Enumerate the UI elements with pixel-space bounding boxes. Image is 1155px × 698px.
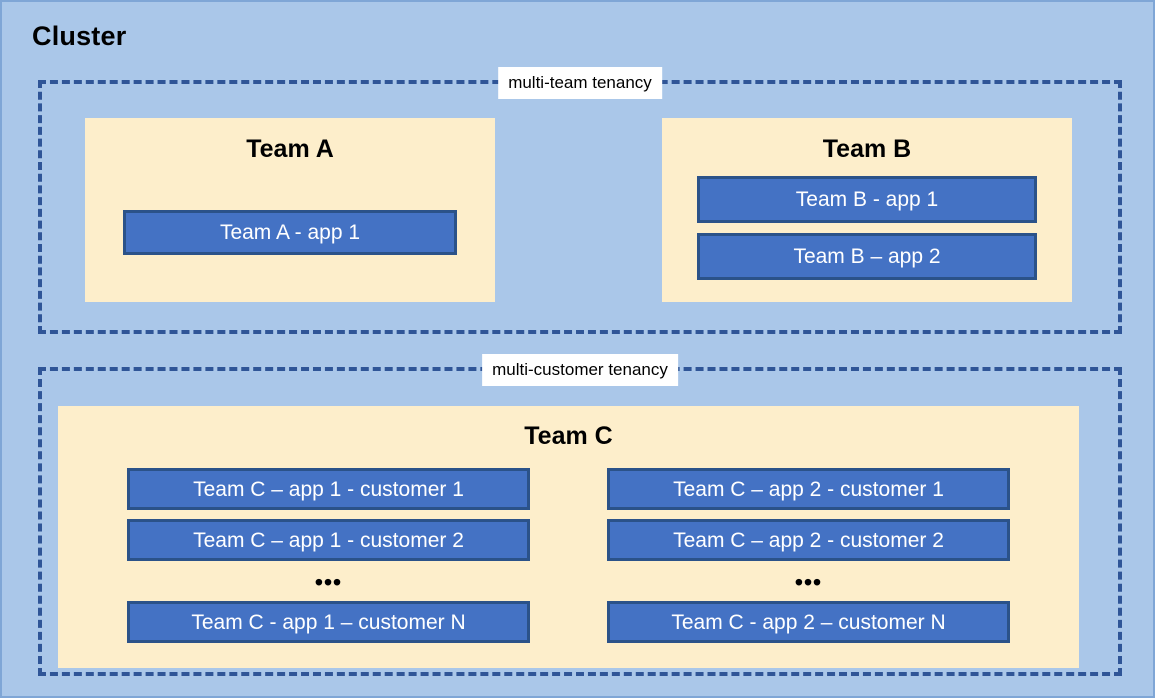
app-box-team-c-app-2-customer-1[interactable]: Team C – app 2 - customer 1	[607, 468, 1010, 510]
app-box-team-c-app-1-customer-1[interactable]: Team C – app 1 - customer 1	[127, 468, 530, 510]
app-box-team-c-app-2-customer-2[interactable]: Team C – app 2 - customer 2	[607, 519, 1010, 561]
team-title-team-b: Team B	[822, 135, 912, 163]
app-columns-team-c: Team C – app 1 - customer 1 Team C – app…	[58, 468, 1079, 643]
team-title-team-a: Team A	[246, 135, 334, 163]
team-title-team-c: Team C	[524, 422, 613, 450]
team-panel-team-a: Team A Team A - app 1	[85, 118, 495, 302]
tenancy-group-multi-team: multi-team tenancy	[38, 67, 1122, 334]
app-box-team-c-app-1-customer-2[interactable]: Team C – app 1 - customer 2	[127, 519, 530, 561]
cluster-title: Cluster	[32, 21, 127, 51]
app-box-team-c-app-2-customer-n[interactable]: Team C - app 2 – customer N	[607, 601, 1010, 643]
app-column-team-c-app-1: Team C – app 1 - customer 1 Team C – app…	[127, 468, 530, 643]
tenancy-group-multi-customer: multi-customer tenancy	[38, 354, 1122, 676]
ellipsis-team-c-app-2: •••	[794, 569, 823, 595]
app-box-team-a-app-1[interactable]: Team A - app 1	[123, 210, 457, 255]
app-box-team-b-app-1[interactable]: Team B - app 1	[697, 176, 1037, 223]
app-box-team-b-app-2[interactable]: Team B – app 2	[697, 233, 1037, 280]
tenancy-group-label-multi-customer: multi-customer tenancy	[482, 354, 678, 386]
app-box-team-c-app-1-customer-n[interactable]: Team C - app 1 – customer N	[127, 601, 530, 643]
app-column-team-c-app-2: Team C – app 2 - customer 1 Team C – app…	[607, 468, 1010, 643]
tenancy-group-label-multi-team: multi-team tenancy	[498, 67, 662, 99]
team-panel-team-c: Team C Team C – app 1 - customer 1 Team …	[58, 406, 1079, 668]
ellipsis-team-c-app-1: •••	[314, 569, 343, 595]
app-list-team-b: Team B - app 1 Team B – app 2	[697, 176, 1037, 280]
team-panel-team-b: Team B Team B - app 1 Team B – app 2	[662, 118, 1072, 302]
app-list-team-a: Team A - app 1	[123, 210, 457, 255]
